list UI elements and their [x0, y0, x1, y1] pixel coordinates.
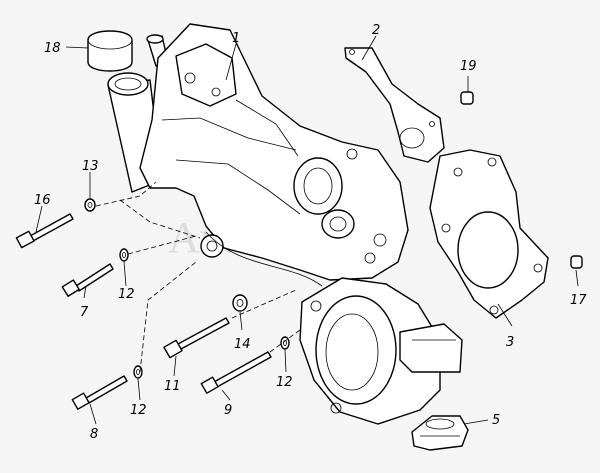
- part-11-bolt: [163, 317, 230, 359]
- part-12-washer-a: [119, 248, 129, 262]
- callout-17: 17: [570, 293, 587, 308]
- callout-3: 3: [506, 335, 514, 350]
- callout-5: 5: [492, 413, 500, 428]
- part-17-plug: [570, 255, 583, 269]
- callout-13: 13: [82, 159, 99, 174]
- part-18-cap: [87, 30, 133, 72]
- part-5-fitting: [411, 415, 469, 451]
- callout-16: 16: [34, 193, 51, 208]
- callout-12-c: 12: [130, 403, 147, 418]
- callout-12-b: 12: [276, 375, 293, 390]
- part-12-washer-b: [280, 336, 290, 350]
- part-2-gasket: [344, 47, 445, 163]
- assembly-lines: [95, 181, 301, 373]
- part-13-washer: [84, 198, 96, 212]
- part-14-washer: [232, 294, 248, 312]
- part-1-housing: [107, 23, 409, 287]
- callout-8: 8: [90, 427, 98, 442]
- callout-1: 1: [232, 31, 240, 46]
- callout-2: 2: [372, 23, 380, 38]
- callout-11: 11: [164, 379, 181, 394]
- part-7-bolt: [61, 263, 114, 297]
- pump-cover: [299, 277, 463, 425]
- part-9-bolt: [200, 351, 272, 394]
- part-8-bolt: [71, 375, 128, 410]
- callout-7: 7: [80, 305, 89, 320]
- callout-18: 18: [44, 41, 61, 56]
- leader-lines: [35, 35, 579, 425]
- callout-labels: 18 1 2 19 13 16 7 12 14 11 12 12 9 8 3 1…: [34, 23, 587, 442]
- callout-12-a: 12: [118, 287, 135, 302]
- callout-9: 9: [224, 403, 232, 418]
- callout-19: 19: [460, 59, 477, 74]
- part-16-bolt: [15, 213, 74, 249]
- callout-14: 14: [234, 337, 251, 352]
- part-3-gasket: [429, 149, 549, 319]
- part-19-plug: [460, 91, 474, 105]
